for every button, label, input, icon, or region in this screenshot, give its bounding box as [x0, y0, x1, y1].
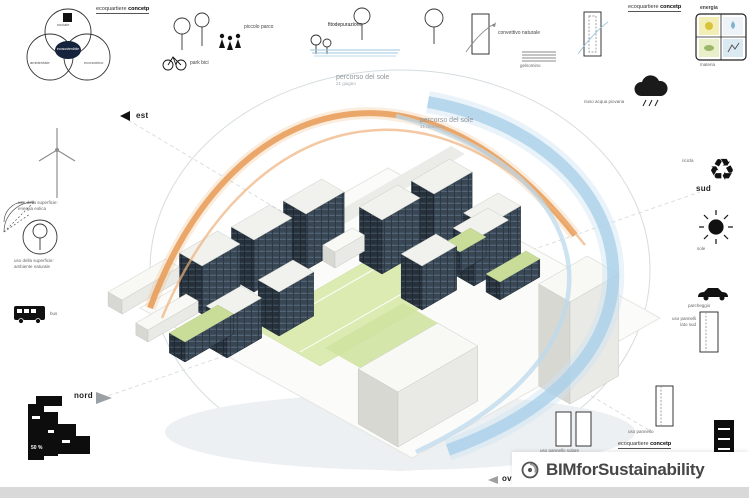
- building-face: [538, 255, 620, 303]
- louvers-icon: [522, 51, 556, 62]
- solar-panel-pair-icon: [555, 411, 592, 447]
- plan-percent-label: 50 %: [31, 445, 43, 451]
- panel-icon: [655, 385, 674, 427]
- building-face: [179, 230, 241, 267]
- energy-matrix-icon: [695, 13, 747, 61]
- concept-prefix: ecoquartiere: [618, 441, 651, 447]
- wind-surface-label: uso della superficie: energia eolica: [18, 200, 58, 212]
- concept-label-top-left: ecoquartiere concetp: [96, 6, 150, 14]
- sun-label: sole: [697, 246, 706, 251]
- sun-path-arcs: [144, 91, 625, 461]
- park-label: piccolo parco: [244, 24, 274, 30]
- south-panel-icon: [699, 311, 719, 353]
- south-panel-label-line1: uso pannelli: [671, 316, 696, 321]
- natural-ventilation-icon-2: [577, 11, 609, 57]
- building-face: [411, 158, 473, 195]
- summer-sun-path-title: percorso del sole: [336, 74, 390, 81]
- rain-reuse-label: riuso acqua piovana: [584, 99, 625, 104]
- material-label: materia: [700, 62, 716, 67]
- building-face: [283, 178, 345, 215]
- building-face: [135, 293, 199, 331]
- parking-label: parcheggio: [688, 303, 711, 308]
- summer-sun-path-label: percorso del sole 21 giugno: [336, 74, 389, 86]
- venn-top-label: sociale: [57, 22, 70, 27]
- nature-surface-label-line1: uso della superficie:: [14, 258, 54, 263]
- nord-arrow-icon: [96, 392, 112, 404]
- park-trees-icon: [173, 12, 210, 50]
- concept-label-top-right: ecoquartiere concetp: [628, 4, 682, 12]
- venn-left-label: ambientale: [30, 60, 50, 65]
- bike-park-label: park bici: [190, 60, 209, 66]
- panel-label: uso pannello: [628, 429, 654, 434]
- brand-bar: BIMforSustainability: [512, 452, 749, 487]
- compass-nord: nord: [74, 391, 93, 400]
- venn-right-label: economico: [84, 60, 104, 65]
- nature-surface-label: uso della superficie: ambiente naturale: [14, 258, 54, 270]
- building-face: [257, 259, 315, 293]
- brand-name: BIMforSustainability: [546, 459, 705, 479]
- concept-prefix: ecoquartiere: [628, 4, 661, 10]
- green-courtyard-inner: [325, 303, 438, 368]
- bottom-strip: [0, 487, 749, 498]
- energy-label: energia: [700, 5, 718, 11]
- compass-est: est: [136, 111, 149, 120]
- site-plan-icon: [28, 396, 90, 460]
- bus-icon: [14, 306, 45, 324]
- concept-prefix: ecoquartiere: [96, 6, 129, 12]
- solar-panel-label: uso pannello solare: [540, 448, 580, 453]
- compass-sud: sud: [696, 184, 712, 193]
- ovest-arrow-icon: [488, 476, 498, 484]
- bicycle-icon: [162, 56, 187, 71]
- summer-sun-path-date: 21 giugno: [336, 81, 356, 86]
- wind-surface-label-line2: energia eolica: [18, 205, 47, 211]
- ventilation-label: convettivo naturale: [498, 30, 540, 36]
- venn-center-label: ecosostenibile: [56, 47, 80, 51]
- fitodepurazione-icon: [310, 34, 400, 57]
- south-panel-label: uso pannelli lato sud: [652, 316, 696, 328]
- building-face: [357, 322, 479, 393]
- concept-bold: concetp: [128, 6, 150, 12]
- green-facade-label: gelsomino: [520, 63, 541, 68]
- recycle-icon: ♻: [709, 154, 736, 187]
- recycle-glyph: ♻: [709, 154, 736, 187]
- rain-cloud-icon: [634, 75, 668, 107]
- phyto-label: fitodepurazione: [328, 22, 363, 28]
- concept-bold: concetp: [660, 4, 682, 10]
- sustainability-venn-icon: [26, 8, 111, 81]
- winter-sun-arc: [426, 96, 620, 456]
- street-trees-icon: [353, 7, 444, 44]
- people-icons: [219, 33, 241, 50]
- wind-turbine-icon: [38, 128, 76, 198]
- building-face: [359, 184, 421, 221]
- recycle-label: ricicla: [682, 158, 694, 163]
- brand-logo-icon: [521, 461, 539, 478]
- natural-environment-icon: [22, 219, 58, 255]
- car-icon: [698, 288, 728, 301]
- winter-sun-path-date: 21 dicembre: [420, 124, 445, 129]
- winter-sun-path-title: percorso del sole: [420, 117, 474, 124]
- south-panel-label-line2: lato sud: [680, 321, 696, 327]
- est-arrow-icon: [120, 111, 130, 121]
- building-face: [322, 227, 365, 253]
- winter-sun-path-label: percorso del sole 21 dicembre: [420, 117, 473, 129]
- natural-ventilation-icon-1: [465, 13, 496, 55]
- wind-surface-label-line1: uso della superficie:: [18, 200, 58, 205]
- sun-path-mini-icon: [3, 201, 35, 233]
- building-face: [400, 233, 458, 267]
- sun-icon: [699, 210, 733, 244]
- concept-bold: concetp: [650, 441, 672, 447]
- city-model: [107, 158, 620, 448]
- building-face: [168, 304, 235, 343]
- concept-label-bottom-right: ecoquartiere concetp: [618, 441, 672, 449]
- nature-surface-label-line2: ambiente naturale: [14, 263, 51, 269]
- winter-sun-arc-thin: [395, 113, 572, 455]
- bus-label: bus: [50, 311, 58, 316]
- building-face: [485, 250, 541, 283]
- building-face: [231, 204, 293, 241]
